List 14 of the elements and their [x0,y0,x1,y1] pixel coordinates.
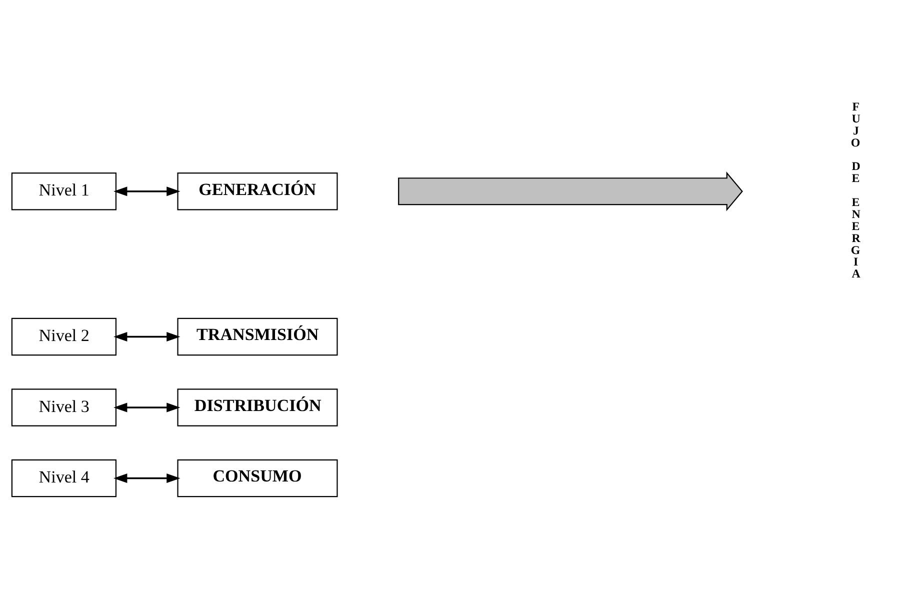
arrow [114,186,180,196]
node-box: DISTRIBUCIÓN [177,388,338,426]
node-box: Nivel 3 [11,388,117,426]
label: FUJO DE ENERGIA [850,99,860,280]
arrow [114,402,180,412]
node-box: TRANSMISIÓN [177,317,338,356]
node-box: CONSUMO [177,458,338,497]
node-box: GENERACIÓN [177,172,338,210]
arrow [114,472,180,483]
node-box: Nivel 4 [11,458,117,497]
node-box: Nivel 2 [11,317,117,356]
arrow [114,331,180,341]
node-box: Nivel 1 [11,172,117,210]
node-arrow [398,170,743,211]
